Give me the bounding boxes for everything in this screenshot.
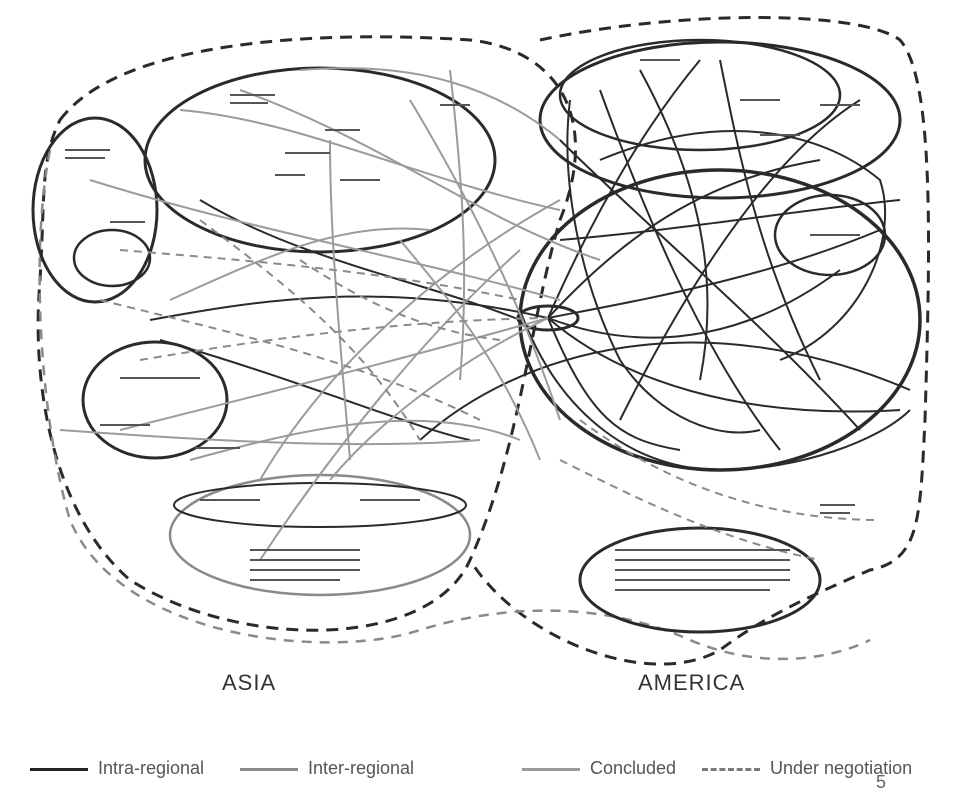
legend-swatch-solid-grey — [240, 767, 298, 771]
asia-small-ellipse — [72, 228, 152, 288]
region-label-america: AMERICA — [638, 670, 746, 695]
legend-item-under-negotiation: Under negotiation — [702, 758, 912, 779]
america-clusters — [516, 38, 922, 634]
node-label-strokes — [65, 59, 860, 591]
legend-label: Under negotiation — [770, 758, 913, 778]
inter-outer-dashed-boundary — [38, 149, 871, 661]
asia-west-ellipse — [31, 116, 159, 304]
asia-north-ellipse — [143, 66, 497, 254]
legend-label: Intra-regional — [98, 758, 205, 778]
legend-swatch-solid-light — [522, 767, 580, 771]
caribbean-ellipse — [578, 526, 822, 634]
page-number: 5 — [875, 772, 886, 792]
legend: Intra-regional Inter-regional Concluded … — [30, 752, 960, 788]
legend-swatch-solid-dark — [30, 767, 88, 771]
region-label-asia: ASIA — [222, 670, 277, 695]
legend-swatch-dashed — [702, 767, 760, 771]
andean-ellipse — [773, 193, 887, 277]
america-outer-dashed-boundary — [468, 16, 931, 666]
legend-label: Inter-regional — [308, 758, 415, 778]
asia-southwest-ellipse — [81, 340, 229, 460]
legend-item-concluded: Concluded — [522, 758, 676, 779]
legend-item-inter-regional: Inter-regional — [240, 758, 414, 779]
intra-regional-links — [149, 59, 911, 472]
under-negotiation-links — [99, 219, 881, 561]
pacific-islands-inner-ellipse — [173, 482, 467, 528]
north-america-ellipse — [538, 40, 902, 200]
north-america-inner-ellipse — [558, 38, 842, 152]
asia-clusters — [31, 66, 497, 597]
outer-boundaries — [36, 16, 931, 666]
south-america-ellipse — [518, 168, 922, 472]
legend-item-intra-regional: Intra-regional — [30, 758, 204, 779]
inter-regional-links — [59, 67, 601, 561]
legend-label: Concluded — [590, 758, 677, 778]
pacific-islands-ellipse — [168, 473, 472, 597]
